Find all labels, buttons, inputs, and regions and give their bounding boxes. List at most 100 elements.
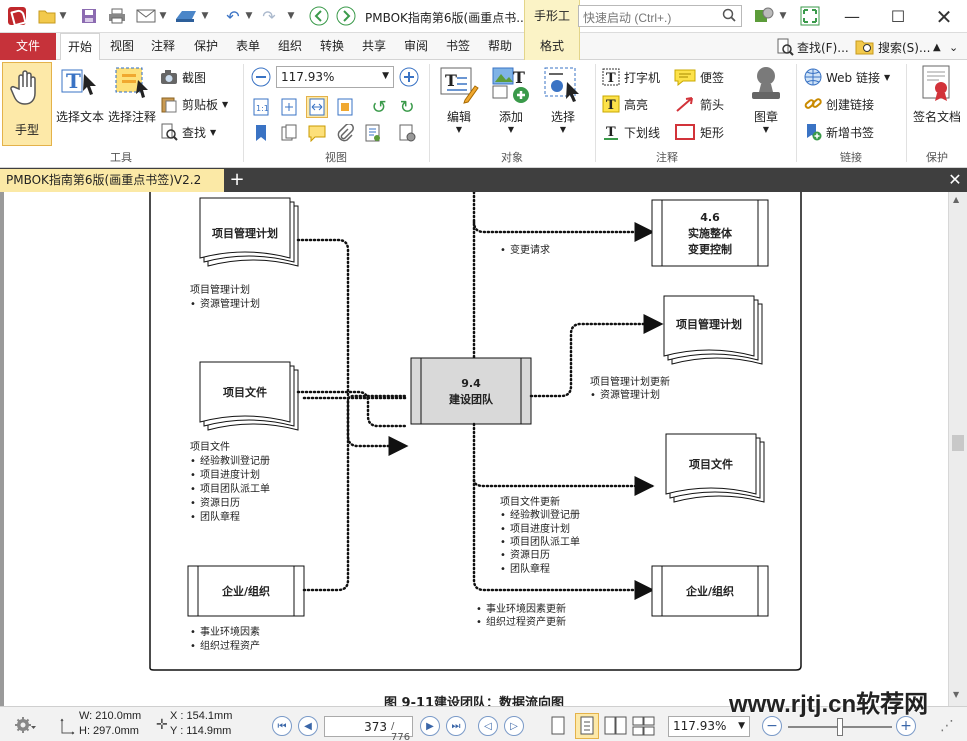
find-button[interactable]: 查找(F)... <box>776 37 849 57</box>
status-zoom-out-button[interactable]: − <box>762 716 782 736</box>
next-page-button[interactable]: ▶ <box>420 716 440 736</box>
facing-view-icon[interactable] <box>604 716 628 739</box>
tab-protect[interactable]: 保护 <box>193 39 218 53</box>
tab-comment[interactable]: 注释 <box>150 39 175 53</box>
email-icon[interactable] <box>134 6 158 26</box>
undo-icon[interactable]: ↶ <box>226 6 240 26</box>
view-settings-button[interactable] <box>396 122 418 144</box>
add-dropdown-icon[interactable]: ▼ <box>507 125 515 134</box>
gear-icon[interactable] <box>14 716 36 737</box>
select-object-button[interactable]: 选择 ▼ <box>538 64 588 134</box>
single-page-view-icon[interactable] <box>550 716 566 739</box>
close-window-button[interactable]: ✕ <box>935 4 953 29</box>
save-icon[interactable] <box>78 6 100 26</box>
sign-document-button[interactable]: 签名文档 <box>909 64 965 125</box>
quick-launch-input[interactable]: 快速启动 (Ctrl+.) <box>578 5 742 27</box>
close-document-button[interactable]: ✕ <box>948 170 962 189</box>
settings-dropdown-icon[interactable]: ▼ <box>779 11 787 21</box>
scroll-up-icon[interactable]: ▲ <box>953 195 960 204</box>
find-dropdown-icon[interactable]: ▼ <box>210 127 217 137</box>
add-object-button[interactable]: T 添加 ▼ <box>486 64 536 134</box>
select-text-button[interactable]: T 选择文本 <box>54 64 106 125</box>
rectangle-button[interactable]: 矩形 <box>674 121 724 143</box>
document-tab[interactable]: PMBOK指南第6版(画重点书签)V2.2 <box>0 169 224 192</box>
zoom-dropdown-icon[interactable]: ▼ <box>382 71 389 81</box>
undo-dropdown-icon[interactable]: ▼ <box>245 11 253 21</box>
zoom-select[interactable]: 117.93% ▼ <box>276 66 394 88</box>
tab-file[interactable]: 文件 <box>0 33 56 60</box>
tab-review[interactable]: 审阅 <box>403 39 428 53</box>
continuous-view-icon[interactable] <box>575 713 599 739</box>
previous-view-button[interactable]: ◁ <box>478 716 498 736</box>
new-tab-button[interactable]: + <box>229 169 245 190</box>
tab-organize[interactable]: 组织 <box>277 39 302 53</box>
fit-width-button[interactable] <box>306 96 328 118</box>
search-icon[interactable] <box>722 8 736 22</box>
arrow-button[interactable]: 箭头 <box>674 93 724 115</box>
highlight-button[interactable]: T 高亮 <box>602 93 648 115</box>
edit-object-button[interactable]: T 编辑 ▼ <box>434 64 484 134</box>
pdf-page[interactable]: 项目管理计划 项目管理计划 • 资源管理计划 项目文件 项目文件 •经验教训登记… <box>4 192 948 706</box>
page-number-input[interactable]: 373 / 776 <box>324 716 413 741</box>
select-dropdown-icon[interactable]: ▼ <box>559 125 567 134</box>
fit-visible-button[interactable] <box>334 96 356 118</box>
rotate-right-icon[interactable]: ↻ <box>399 96 415 118</box>
find-tool-button[interactable]: 查找 ▼ <box>160 121 216 143</box>
select-annotation-button[interactable]: 选择注释 <box>106 64 158 125</box>
web-link-dropdown-icon[interactable]: ▼ <box>883 72 891 82</box>
underline-button[interactable]: T 下划线 <box>602 121 660 143</box>
open-dropdown-icon[interactable]: ▼ <box>59 11 67 21</box>
forward-icon[interactable] <box>335 6 357 26</box>
tab-bookmark[interactable]: 书签 <box>445 39 470 53</box>
rotate-left-icon[interactable]: ↺ <box>371 96 387 118</box>
first-page-button[interactable]: ⏮ <box>272 716 292 736</box>
redo-icon[interactable]: ↷ <box>262 6 276 26</box>
status-zoom-dropdown-icon[interactable]: ▼ <box>738 721 745 731</box>
snapshot-button[interactable]: 截图 <box>160 66 206 88</box>
create-link-button[interactable]: 创建链接 <box>804 93 874 115</box>
tab-form[interactable]: 表单 <box>235 39 260 53</box>
clipboard-dropdown-icon[interactable]: ▼ <box>222 99 229 109</box>
typewriter-button[interactable]: T 打字机 <box>602 66 660 88</box>
minimize-button[interactable]: — <box>844 7 860 26</box>
app-logo-icon[interactable] <box>6 6 28 26</box>
tab-view[interactable]: 视图 <box>109 39 134 53</box>
edit-dropdown-icon[interactable]: ▼ <box>455 125 463 134</box>
comments-panel-button[interactable] <box>306 122 328 144</box>
open-folder-icon[interactable] <box>36 6 58 26</box>
vertical-scrollbar[interactable]: ▲ ▼ <box>948 192 967 706</box>
tab-share[interactable]: 共享 <box>361 39 386 53</box>
actual-size-button[interactable]: 1:1 <box>250 96 272 118</box>
zoom-slider-thumb[interactable] <box>837 718 843 736</box>
tab-format[interactable]: 格式 <box>524 33 580 60</box>
email-dropdown-icon[interactable]: ▼ <box>159 11 167 21</box>
fullscreen-icon[interactable] <box>799 6 821 26</box>
back-icon[interactable] <box>308 6 330 26</box>
bookmark-panel-button[interactable] <box>250 122 272 144</box>
tab-help[interactable]: 帮助 <box>487 39 512 53</box>
document-viewer[interactable]: 项目管理计划 项目管理计划 • 资源管理计划 项目文件 项目文件 •经验教训登记… <box>0 192 967 706</box>
content-panel-button[interactable] <box>362 122 384 144</box>
collapse-ribbon-icon[interactable]: ▲ <box>933 41 941 53</box>
last-page-button[interactable]: ⏭ <box>446 716 466 736</box>
pages-panel-button[interactable] <box>278 122 300 144</box>
clipboard-button[interactable]: 剪贴板 ▼ <box>160 93 228 115</box>
attachments-panel-button[interactable] <box>334 122 356 144</box>
tab-convert[interactable]: 转换 <box>319 39 344 53</box>
note-button[interactable]: 便签 <box>674 66 724 88</box>
scan-icon[interactable] <box>172 6 200 26</box>
hand-tool-button[interactable]: 手型 <box>2 62 52 146</box>
settings-icon[interactable] <box>752 6 776 26</box>
scan-dropdown-icon[interactable]: ▼ <box>201 11 209 21</box>
fit-page-button[interactable] <box>278 96 300 118</box>
add-bookmark-button[interactable]: 新增书签 <box>804 121 874 143</box>
stamp-button[interactable]: 图章 ▼ <box>744 64 788 134</box>
status-zoom-in-button[interactable]: + <box>896 716 916 736</box>
maximize-button[interactable]: ☐ <box>890 7 906 26</box>
resize-grip-icon[interactable]: ⋰ <box>940 718 954 734</box>
redo-dropdown-icon[interactable]: ▼ <box>287 11 295 21</box>
print-icon[interactable] <box>106 6 128 26</box>
scroll-thumb[interactable] <box>952 435 964 451</box>
zoom-out-button[interactable] <box>250 66 272 88</box>
next-view-button[interactable]: ▷ <box>504 716 524 736</box>
